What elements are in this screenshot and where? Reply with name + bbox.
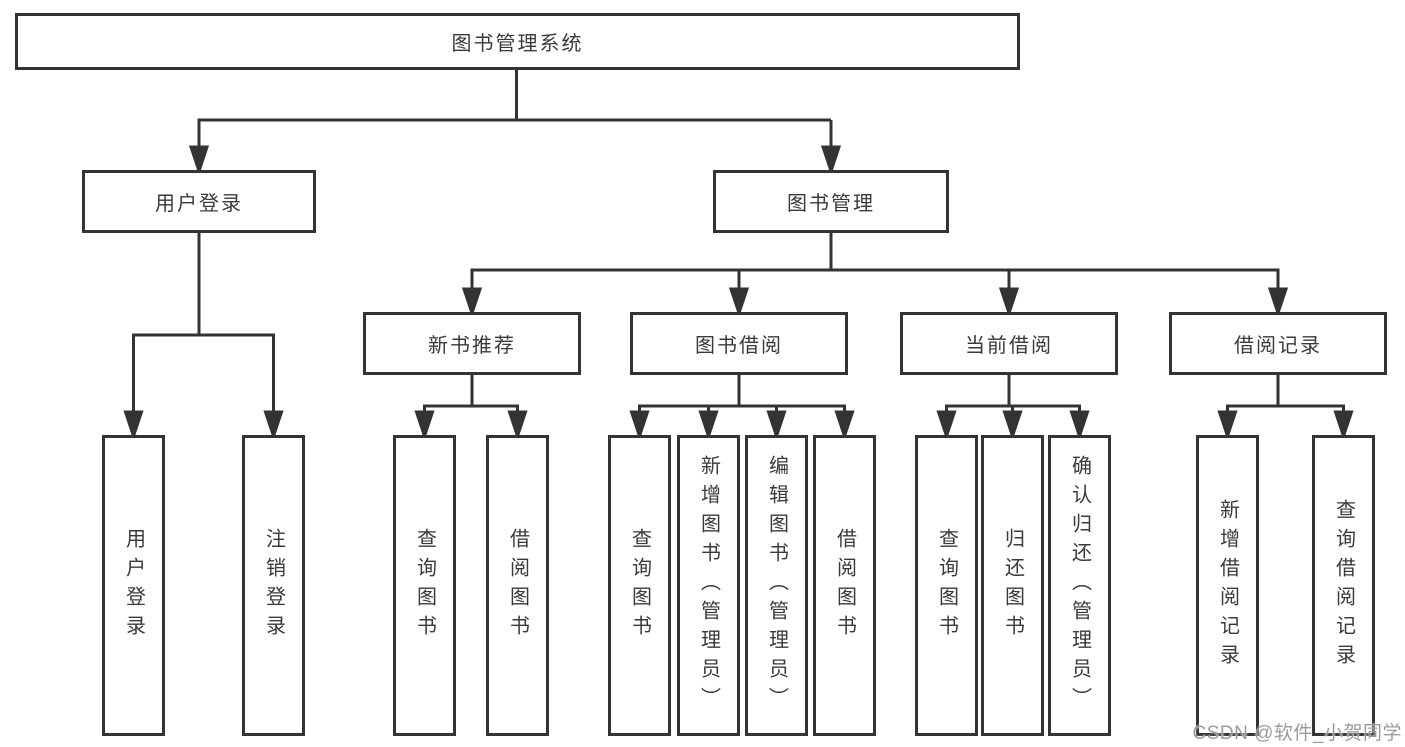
node-label: 用户登录: [155, 193, 243, 215]
arrowhead: [629, 410, 650, 441]
node-new-book-recommend: 新书推荐: [363, 312, 581, 375]
node-leaf-return-book: 归还图书: [981, 435, 1044, 736]
connector-current-to-leaves: [936, 375, 1090, 441]
node-leaf-query-books-1: 查询图书: [393, 435, 456, 736]
node-label: 归还图书: [1001, 527, 1024, 644]
node-user-login: 用户登录: [82, 170, 316, 233]
node-label: 借阅记录: [1234, 335, 1322, 357]
arrowhead: [1069, 410, 1090, 441]
arrowhead: [461, 287, 483, 318]
arrowhead: [123, 410, 144, 441]
connector-bookmgmt-to-level3: [461, 233, 1289, 318]
arrowhead: [1333, 410, 1354, 441]
node-label: 借阅图书: [506, 527, 529, 644]
node-book-management: 图书管理: [713, 170, 949, 233]
node-label: 编辑图书（管理员）: [765, 455, 788, 716]
arrowhead: [766, 410, 787, 441]
node-library-system: 图书管理系统: [15, 13, 1020, 70]
node-label: 图书借阅: [695, 335, 783, 357]
node-label: 查询图书: [935, 527, 958, 644]
arrowhead: [698, 410, 719, 441]
node-leaf-query-books-3: 查询图书: [915, 435, 978, 736]
node-leaf-confirm-return-admin: 确认归还（管理员）: [1048, 435, 1111, 736]
node-label: 图书管理系统: [451, 33, 584, 55]
node-leaf-query-borrow-record: 查询借阅记录: [1312, 435, 1375, 736]
node-label: 查询借阅记录: [1332, 498, 1355, 673]
node-label: 图书管理: [787, 193, 875, 215]
node-leaf-borrow-books-2: 借阅图书: [813, 435, 876, 736]
arrowhead: [263, 410, 284, 441]
node-current-borrowing: 当前借阅: [900, 312, 1118, 375]
arrowhead: [188, 145, 210, 176]
connector-root-to-level2: [188, 70, 842, 176]
node-label: 新增借阅记录: [1216, 498, 1239, 673]
node-borrowing-records: 借阅记录: [1169, 312, 1387, 375]
node-book-borrowing: 图书借阅: [630, 312, 848, 375]
arrowhead: [507, 410, 528, 441]
connector-records-to-leaves: [1217, 375, 1354, 441]
node-label: 新书推荐: [428, 335, 516, 357]
arrowhead: [998, 287, 1020, 318]
node-label: 查询图书: [628, 527, 651, 644]
node-leaf-add-book-admin: 新增图书（管理员）: [677, 435, 740, 736]
node-label: 当前借阅: [965, 335, 1053, 357]
node-leaf-borrow-books-1: 借阅图书: [486, 435, 549, 736]
csdn-watermark: CSDN @软件_小贺同学: [1192, 723, 1402, 744]
node-leaf-user-login: 用户登录: [102, 435, 165, 736]
node-label: 注销登录: [262, 527, 285, 644]
arrowhead: [936, 410, 957, 441]
connector-borrowing-to-leaves: [629, 375, 855, 441]
arrowhead: [728, 287, 750, 318]
node-leaf-query-books-2: 查询图书: [608, 435, 671, 736]
connector-userlogin-to-leaves: [123, 233, 284, 441]
node-leaf-edit-book-admin: 编辑图书（管理员）: [745, 435, 808, 736]
arrowhead: [1217, 410, 1238, 441]
node-label: 确认归还（管理员）: [1068, 455, 1091, 716]
node-leaf-logout: 注销登录: [242, 435, 305, 736]
node-label: 借阅图书: [833, 527, 856, 644]
arrowhead: [414, 410, 435, 441]
node-label: 新增图书（管理员）: [697, 455, 720, 716]
arrowhead: [1002, 410, 1023, 441]
connector-newbooks-to-leaves: [414, 375, 528, 441]
node-label: 查询图书: [413, 527, 436, 644]
node-label: 用户登录: [122, 527, 145, 644]
node-leaf-add-borrow-record: 新增借阅记录: [1196, 435, 1259, 736]
arrowhead: [834, 410, 855, 441]
arrowhead: [1267, 287, 1289, 318]
arrowhead: [820, 145, 842, 176]
